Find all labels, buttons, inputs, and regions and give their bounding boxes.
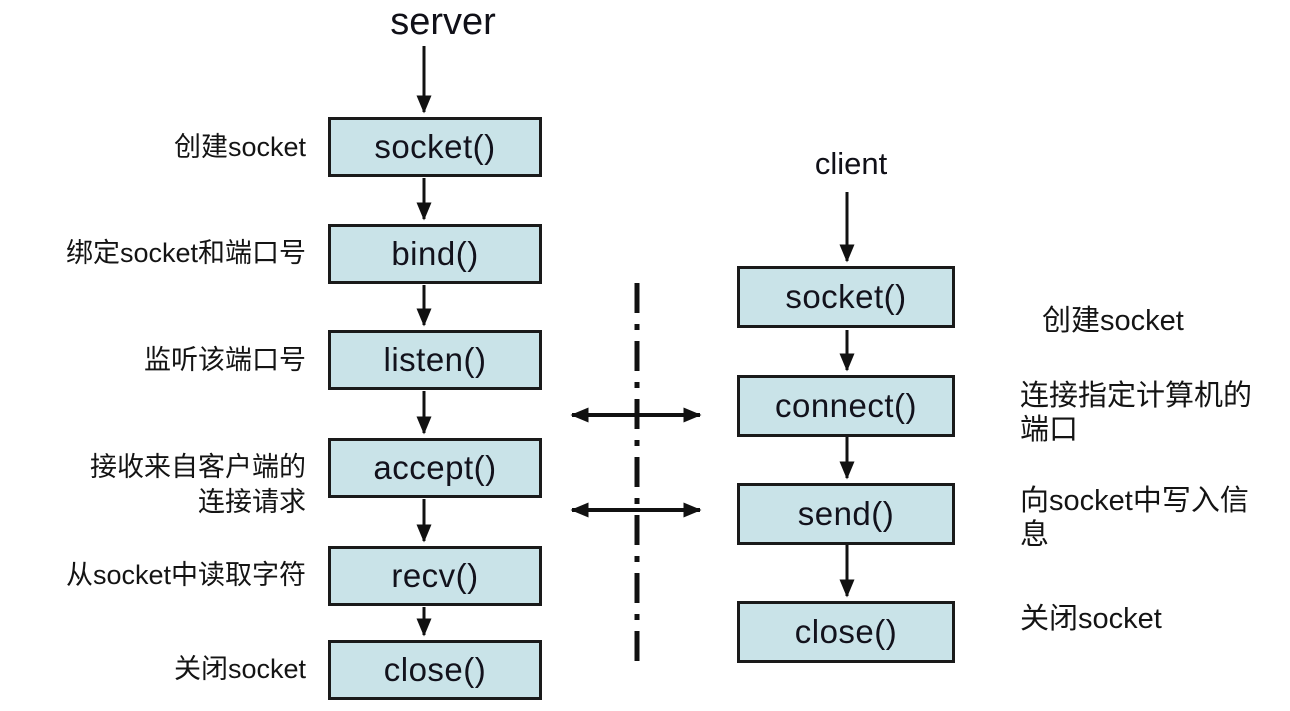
label-line: 连接指定计算机的 — [1020, 380, 1253, 412]
server-box-close: close() — [328, 640, 542, 700]
server-box-recv: recv() — [328, 546, 542, 606]
server-box-bind: bind() — [328, 224, 542, 284]
server-box-listen: listen() — [328, 330, 542, 390]
label-line: 息 — [1020, 519, 1050, 551]
label-line: 关闭socket — [1020, 603, 1162, 635]
label-line: 接收来自客户端的 — [90, 452, 306, 482]
server-label-close: 关闭socket — [0, 652, 306, 687]
server-label-bind: 绑定socket和端口号 — [0, 236, 306, 271]
client-box-close: close() — [737, 601, 955, 663]
label-line: 监听该端口号 — [144, 345, 306, 375]
client-column-title: client — [814, 146, 888, 181]
client-box-socket: socket() — [737, 266, 955, 328]
client-box-send: send() — [737, 483, 955, 545]
client-label-send: 向socket中写入信 息 — [1020, 484, 1282, 552]
client-box-connect: connect() — [737, 375, 955, 437]
server-label-listen: 监听该端口号 — [0, 343, 306, 378]
server-label-accept: 接收来自客户端的 连接请求 — [0, 450, 306, 520]
client-label-close: 关闭socket — [1020, 602, 1282, 636]
server-box-socket: socket() — [328, 117, 542, 177]
server-label-recv: 从socket中读取字符 — [0, 558, 306, 593]
label-line: 向socket中写入信 — [1020, 485, 1249, 517]
label-line: 绑定socket和端口号 — [65, 238, 306, 268]
label-line: 创建socket — [173, 132, 306, 162]
label-line: 创建socket — [1042, 305, 1184, 337]
server-box-accept: accept() — [328, 438, 542, 498]
server-label-create-socket: 创建socket — [0, 130, 306, 165]
label-line: 关闭socket — [173, 654, 306, 684]
client-label-create-socket: 创建socket — [1042, 304, 1290, 338]
label-line: 从socket中读取字符 — [65, 560, 306, 590]
client-label-connect: 连接指定计算机的 端口 — [1020, 379, 1282, 447]
label-line: 端口 — [1020, 414, 1079, 446]
server-column-title: server — [390, 1, 496, 43]
label-line: 连接请求 — [198, 487, 306, 517]
